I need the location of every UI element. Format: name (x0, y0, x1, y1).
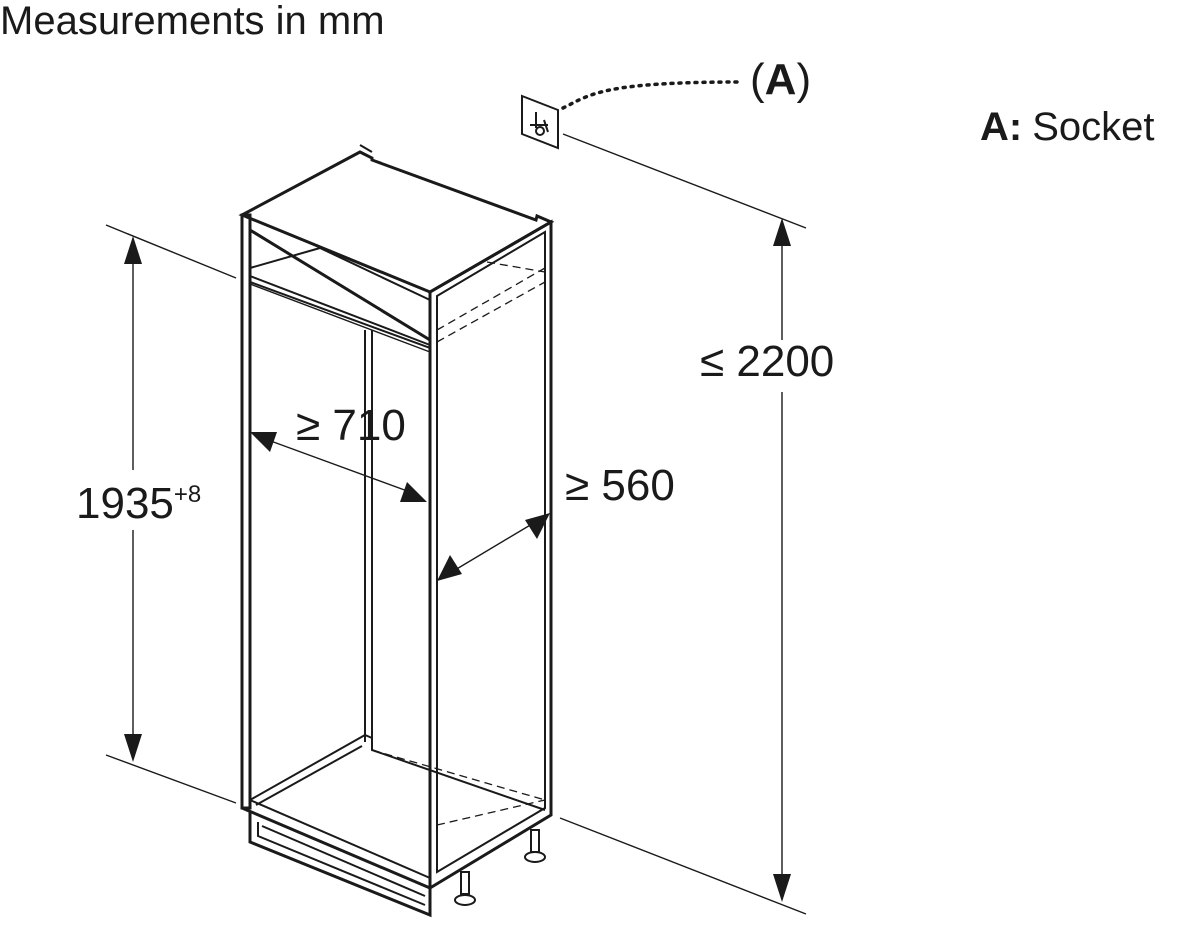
cabinet-height-label: 1935+8 (76, 479, 201, 528)
depth-label: ≥ 560 (565, 461, 675, 510)
diagram-title: Measurements in mm (0, 0, 385, 43)
legend-entry-a: A:Socket (980, 105, 1155, 149)
total-height-dimension (559, 133, 807, 915)
depth-dimension (437, 513, 550, 581)
width-label: ≥ 710 (296, 401, 406, 450)
legend-label: Socket (1032, 105, 1154, 149)
socket-icon (521, 94, 559, 150)
width-dimension (250, 432, 427, 502)
callout-label: (A) (750, 55, 811, 104)
callout-leader (561, 80, 742, 110)
legend-key: A: (980, 105, 1022, 149)
cabinet-height-dimension (105, 224, 237, 804)
cabinet-outline (238, 144, 555, 918)
total-height-label: ≤ 2200 (700, 337, 834, 386)
